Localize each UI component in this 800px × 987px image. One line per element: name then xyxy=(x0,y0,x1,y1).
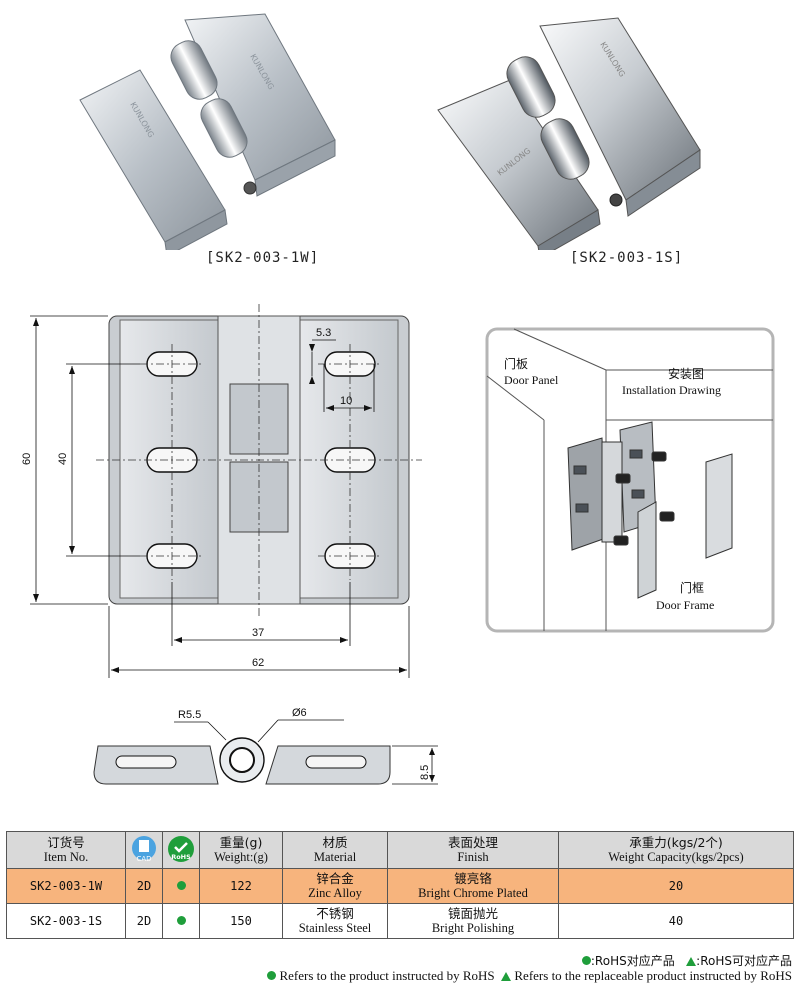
cell-capacity: 20 xyxy=(558,868,794,904)
dim-40: 40 xyxy=(57,453,69,465)
hinge-photo-1w: KUNLONG KUNLONG xyxy=(79,13,336,250)
svg-text:CAD: CAD xyxy=(136,855,151,863)
door-panel-en: Door Panel xyxy=(504,373,559,387)
rohs-icon: RoHS xyxy=(168,835,194,862)
cell-cad: 2D xyxy=(125,868,163,904)
install-title-en: Installation Drawing xyxy=(622,383,721,397)
cad-icon: CAD xyxy=(132,835,156,863)
cell-weight: 150 xyxy=(199,903,283,939)
product-caption-1s: [SK2-003-1S] xyxy=(570,250,684,266)
door-panel-cn: 门板 xyxy=(504,356,528,371)
installation-drawing: 门板 Door Panel 安装图 Installation Drawing 门… xyxy=(485,327,775,633)
rohs-triangle-icon xyxy=(501,972,512,981)
dim-37: 37 xyxy=(252,627,264,639)
cell-item: SK2-003-1S xyxy=(6,903,126,939)
dim-62: 62 xyxy=(252,657,264,669)
rohs-dot-icon xyxy=(176,916,186,925)
dim-5-3: 5.3 xyxy=(316,327,331,339)
header-rohs: RoHS xyxy=(162,831,200,869)
rohs-dot-icon xyxy=(267,971,277,980)
door-frame-cn: 门框 xyxy=(680,580,704,595)
rohs-dot-icon xyxy=(581,956,591,965)
cell-rohs xyxy=(162,868,200,904)
dim-60: 60 xyxy=(21,453,33,465)
legend-en-replace: Refers to the replaceable product instru… xyxy=(514,968,792,983)
dim-phi6: Ø6 xyxy=(292,707,307,719)
door-frame-en: Door Frame xyxy=(656,598,714,612)
legend-en: Refers to the product instructed by RoHS… xyxy=(267,968,792,984)
cell-capacity: 40 xyxy=(558,903,794,939)
svg-text:RoHS: RoHS xyxy=(171,853,191,861)
rohs-dot-icon xyxy=(176,881,186,890)
dim-r5-5: R5.5 xyxy=(178,709,201,721)
cell-item: SK2-003-1W xyxy=(6,868,126,904)
legend-cn-replace: :RoHS可对应产品 xyxy=(696,954,792,968)
dim-10: 10 xyxy=(340,395,352,407)
dim-8-5: 8.5 xyxy=(419,765,431,780)
side-view-drawing: R5.5 Ø6 8.5 xyxy=(93,707,438,785)
legend-cn: :RoHS对应产品 :RoHS可对应产品 xyxy=(581,952,792,969)
install-title-cn: 安装图 xyxy=(668,366,704,381)
front-view-drawing: 60 40 5.3 10 37 62 xyxy=(21,304,422,678)
cell-rohs xyxy=(162,903,200,939)
legend-en-rohs: Refers to the product instructed by RoHS xyxy=(279,968,495,983)
hinge-photo-1s: KUNLONG KUNLONG xyxy=(437,17,701,250)
header-weight: 重量(g)Weight:(g) xyxy=(199,831,283,869)
cell-cad: 2D xyxy=(125,903,163,939)
header-cad: CAD xyxy=(125,831,163,869)
product-caption-1w: [SK2-003-1W] xyxy=(206,250,320,266)
cell-weight: 122 xyxy=(199,868,283,904)
legend-cn-rohs: :RoHS对应产品 xyxy=(590,954,675,968)
header-capacity: 承重力(kgs/2个)Weight Capacity(kgs/2pcs) xyxy=(558,831,794,869)
rohs-triangle-icon xyxy=(686,957,697,966)
